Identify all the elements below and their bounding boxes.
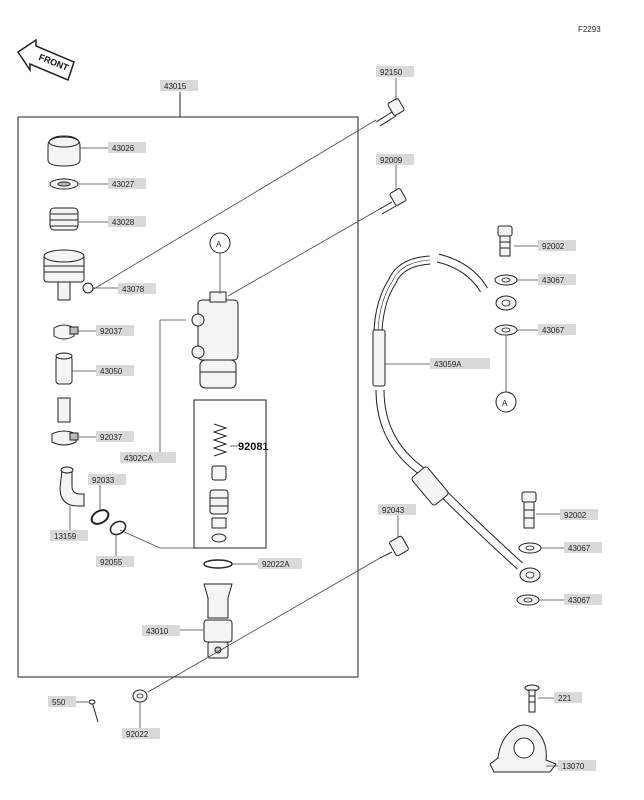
marker-a-cylinder: A [209,232,231,294]
svg-text:92033: 92033 [92,476,115,485]
hose-holder [489,724,560,773]
piston-cups [209,465,229,543]
reservoir-tank [43,249,120,301]
svg-text:92043: 92043 [382,506,405,515]
piston-kit-box [119,399,267,549]
part-label-43028: 43028 [108,216,146,227]
part-label-221: 221 [554,692,582,703]
circlip-92022a [203,559,260,569]
svg-text:43026: 43026 [112,144,135,153]
svg-text:43067: 43067 [542,276,565,285]
part-label-43067-1: 43067 [538,274,576,285]
svg-text:A: A [502,399,508,408]
part-label-43078: 43078 [118,283,156,294]
screw-221 [524,684,556,713]
svg-text:43027: 43027 [112,180,135,189]
part-label-43026: 43026 [108,142,146,153]
svg-text:4302CA: 4302CA [124,454,154,463]
hose-clamp-lower [51,430,98,446]
spring-ref: 92081 [238,441,269,453]
svg-text:92055: 92055 [100,558,123,567]
svg-text:92002: 92002 [564,511,587,520]
svg-text:13070: 13070 [562,762,585,771]
part-label-92022: 92022 [122,728,160,739]
group-ref-tag: 43015 [160,80,198,91]
bleed-bolt-upper [497,225,540,257]
svg-text:13159: 13159 [54,532,77,541]
diagram-code: F2293 [578,25,601,34]
gasket-upper-1 [494,274,540,286]
sub-group-ref-tag: 4302CA [120,452,176,463]
gasket-lower-1 [518,542,566,554]
part-label-92055: 92055 [96,556,134,567]
svg-text:92002: 92002 [542,242,565,251]
part-label-13070: 13070 [558,760,596,771]
part-label-43067-3: 43067 [564,542,602,553]
part-label-92037-lower: 92037 [96,431,134,442]
elbow-fitting [59,466,85,530]
clutch-hose [372,253,541,583]
part-label-43027: 43027 [108,178,146,189]
part-label-43067-2: 43067 [538,324,576,335]
part-label-92002-lower: 92002 [560,509,598,520]
push-rod [180,583,233,659]
svg-text:43067: 43067 [568,596,591,605]
svg-text:92150: 92150 [380,68,403,77]
hose-clamp-upper [53,324,98,340]
reservoir-diaphragm [49,207,110,231]
reservoir-hose [55,352,98,423]
gasket-upper-2 [494,324,540,336]
svg-text:43059A: 43059A [434,360,462,369]
marker-a-hose: A [495,336,517,413]
part-label-92043: 92043 [378,504,416,515]
master-cylinder-body [159,291,239,410]
svg-text:550: 550 [52,698,66,707]
svg-text:43067: 43067 [568,544,591,553]
part-label-92150: 92150 [376,66,414,77]
o-ring-92033 [90,484,110,525]
svg-text:92009: 92009 [380,156,403,165]
part-label-43050: 43050 [96,365,134,376]
bolt-92150 [375,78,405,127]
svg-text:92037: 92037 [100,433,123,442]
part-label-13159: 13159 [50,530,88,541]
part-label-43059a: 43059A [430,358,490,369]
svg-text:92022: 92022 [126,730,149,739]
return-spring [212,423,238,457]
svg-text:43010: 43010 [146,627,169,636]
part-label-550: 550 [48,696,76,707]
part-label-92009: 92009 [376,154,414,165]
bleed-bolt-lower [521,491,562,529]
svg-text:92022A: 92022A [262,560,290,569]
gasket-lower-2 [516,594,566,606]
circlip-92055 [109,520,127,556]
master-cylinder-assembly-box [17,92,359,678]
cotter-pin [74,699,99,723]
part-label-92002-upper: 92002 [538,240,576,251]
part-label-43067-4: 43067 [564,594,602,605]
reservoir-cap [47,135,110,167]
part-label-92033: 92033 [88,474,126,485]
part-label-92037-upper: 92037 [96,325,134,336]
svg-text:A: A [216,240,222,249]
svg-text:43015: 43015 [164,82,187,91]
svg-text:43050: 43050 [100,367,123,376]
svg-text:43067: 43067 [542,326,565,335]
leader-bolt-to-reservoir [91,119,377,291]
front-arrow-icon: FRONT [16,38,75,82]
bolt-92009 [377,164,407,215]
svg-text:43078: 43078 [122,285,145,294]
svg-text:221: 221 [558,694,572,703]
svg-text:43028: 43028 [112,218,135,227]
reservoir-plate [49,178,110,190]
part-label-92022a: 92022A [258,558,302,569]
part-label-43010: 43010 [142,625,180,636]
leader-bolt-to-washer [147,557,381,693]
leader-bolt-to-cylinder [227,209,379,297]
svg-text:92037: 92037 [100,327,123,336]
bolt-92043 [379,514,409,559]
washer-92022 [132,689,148,728]
